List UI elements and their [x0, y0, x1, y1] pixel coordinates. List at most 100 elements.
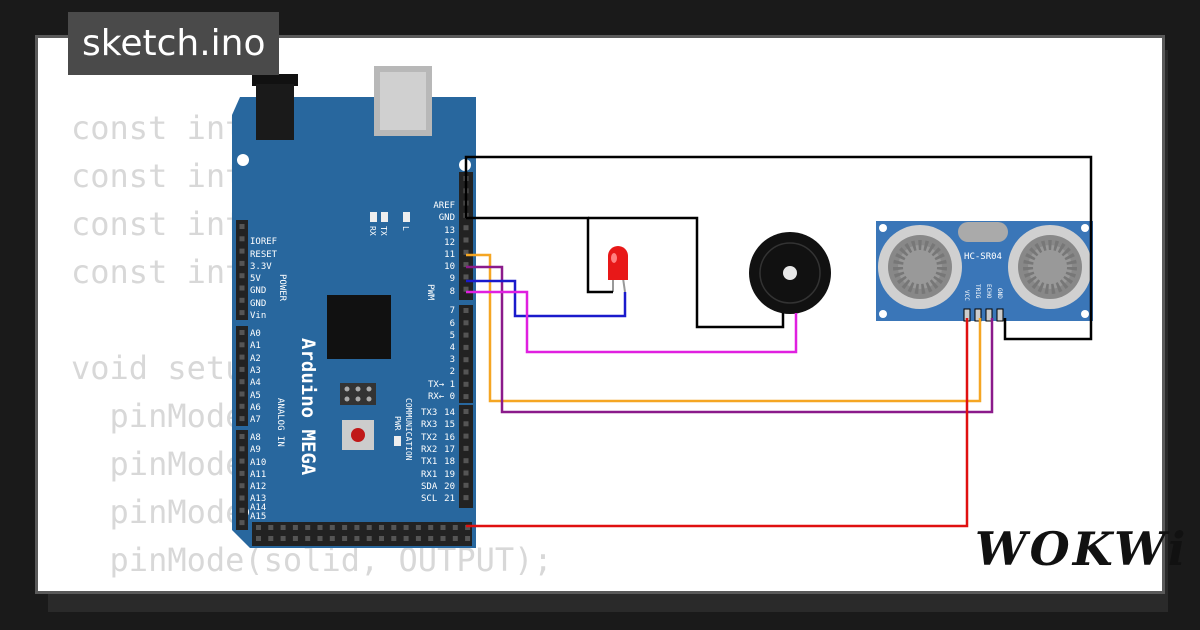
- pin-hole: [463, 332, 469, 338]
- power-jack: [252, 74, 298, 86]
- wire-black-gnd-sensor[interactable]: [464, 155, 1093, 341]
- pin-hole: [463, 286, 469, 292]
- comm-label: RX2: [421, 445, 437, 455]
- sensor-pin-label: GND: [996, 288, 1003, 299]
- pin-label: 12: [444, 238, 455, 248]
- analog-pin-label: A8: [250, 433, 261, 443]
- pin-hole: [280, 536, 286, 541]
- pin-hole: [239, 354, 245, 360]
- power-pin-label: Vin: [250, 311, 266, 321]
- communication-label: COMMUNICATION: [404, 398, 413, 461]
- pin-hole: [239, 366, 245, 372]
- pin-hole: [428, 525, 434, 530]
- pin-hole: [463, 237, 469, 243]
- pin-hole: [465, 536, 471, 541]
- pin-hole: [239, 495, 245, 501]
- pin-hole: [292, 536, 298, 541]
- pin-hole: [280, 525, 286, 530]
- comm-label: RX1: [421, 470, 437, 480]
- pin-hole: [268, 525, 274, 530]
- pin-hole: [239, 434, 245, 439]
- buzzer[interactable]: [749, 232, 831, 314]
- pwm-label: PWM: [425, 284, 435, 301]
- pin-hole: [239, 248, 245, 254]
- pwr-label: PWR: [393, 416, 402, 431]
- analog-pin-label: A5: [250, 391, 261, 401]
- pin-label: 17: [444, 445, 455, 455]
- pin-hole: [292, 525, 298, 530]
- arduino-mega-board[interactable]: AREF GND 13 12 11 10 9 8 7 6 5 4 3 2 TX→…: [232, 66, 476, 548]
- l-led-label: L: [401, 226, 410, 231]
- pin-label: 9: [450, 274, 455, 284]
- wokwi-logo[interactable]: WOKWi: [975, 522, 1189, 576]
- wire-blue-led[interactable]: [466, 279, 627, 318]
- pin-hole: [317, 536, 323, 541]
- gnd-label: GND: [439, 213, 455, 223]
- pin-hole: [366, 525, 372, 530]
- pin-hole: [317, 525, 323, 530]
- analog-pin-label: A6: [250, 403, 261, 413]
- wire-purple-echo[interactable]: [466, 265, 994, 414]
- pin-hole: [463, 381, 469, 387]
- pin-hole: [256, 536, 261, 541]
- pin-hole: [463, 274, 469, 280]
- pin-label: 19: [444, 470, 455, 480]
- pin-hole: [366, 536, 372, 541]
- pin-hole: [463, 482, 469, 488]
- pin-label: 21: [444, 494, 455, 504]
- pin-hole: [379, 525, 384, 530]
- pin-hole: [239, 310, 245, 316]
- pin-hole: [463, 409, 469, 414]
- pin-hole: [354, 536, 360, 541]
- pin-label: 2: [450, 367, 455, 377]
- wire-black-gnd-buzzer[interactable]: [588, 216, 785, 329]
- pin-label: 8: [450, 287, 455, 297]
- pin-hole: [239, 273, 245, 279]
- sensor-pin-label: TRIG: [974, 284, 981, 299]
- comm-label: TX3: [421, 408, 437, 418]
- microcontroller-chip: [327, 295, 391, 359]
- wire-red-vcc[interactable]: [466, 318, 969, 528]
- pin-hole: [463, 225, 469, 231]
- wire-magenta-buzzer[interactable]: [466, 290, 798, 354]
- pin-hole: [239, 483, 245, 489]
- pin-hole: [428, 536, 434, 541]
- pin-hole: [415, 536, 421, 541]
- bottom-header: [252, 522, 472, 546]
- analog-pin-label: A0: [250, 329, 261, 339]
- analog-pin-label: A3: [250, 366, 261, 376]
- power-label: POWER: [277, 274, 287, 302]
- pin-hole: [268, 536, 274, 541]
- analog-pin-label: A2: [250, 354, 261, 364]
- pin-hole: [239, 520, 245, 526]
- red-led[interactable]: [608, 246, 628, 293]
- pin-hole: [463, 320, 469, 326]
- pin-hole: [379, 536, 384, 541]
- pin-hole: [239, 330, 245, 335]
- pin-hole: [463, 445, 469, 451]
- pin-hole: [354, 525, 360, 530]
- pin-hole: [463, 262, 469, 268]
- sensor-name: HC-SR04: [964, 252, 1002, 262]
- pin-hole: [239, 297, 245, 303]
- pin-hole: [256, 525, 261, 530]
- pin-hole: [305, 525, 311, 530]
- sketch-filename[interactable]: sketch.ino: [68, 12, 280, 75]
- pin-hole: [239, 507, 245, 513]
- pin-label: 16: [444, 433, 455, 443]
- pin-hole: [440, 536, 446, 541]
- pin-hole: [463, 394, 469, 400]
- analog-pin-label: A13: [250, 494, 266, 504]
- comm-label: SDA: [421, 482, 438, 492]
- analog-pin-label: A9: [250, 445, 261, 455]
- comm-label: RX3: [421, 420, 437, 430]
- wire-black-gnd-led[interactable]: [466, 216, 613, 294]
- wire-orange-trig[interactable]: [466, 253, 982, 403]
- tx-label: TX→: [428, 380, 445, 390]
- pin-hole: [452, 536, 458, 541]
- power-header: [236, 220, 248, 320]
- sensor-pin-label: VCC: [963, 290, 970, 301]
- hc-sr04-sensor[interactable]: HC-SR04 VCC TRIG ECHO GND: [876, 221, 1093, 322]
- pin-hole: [239, 236, 245, 242]
